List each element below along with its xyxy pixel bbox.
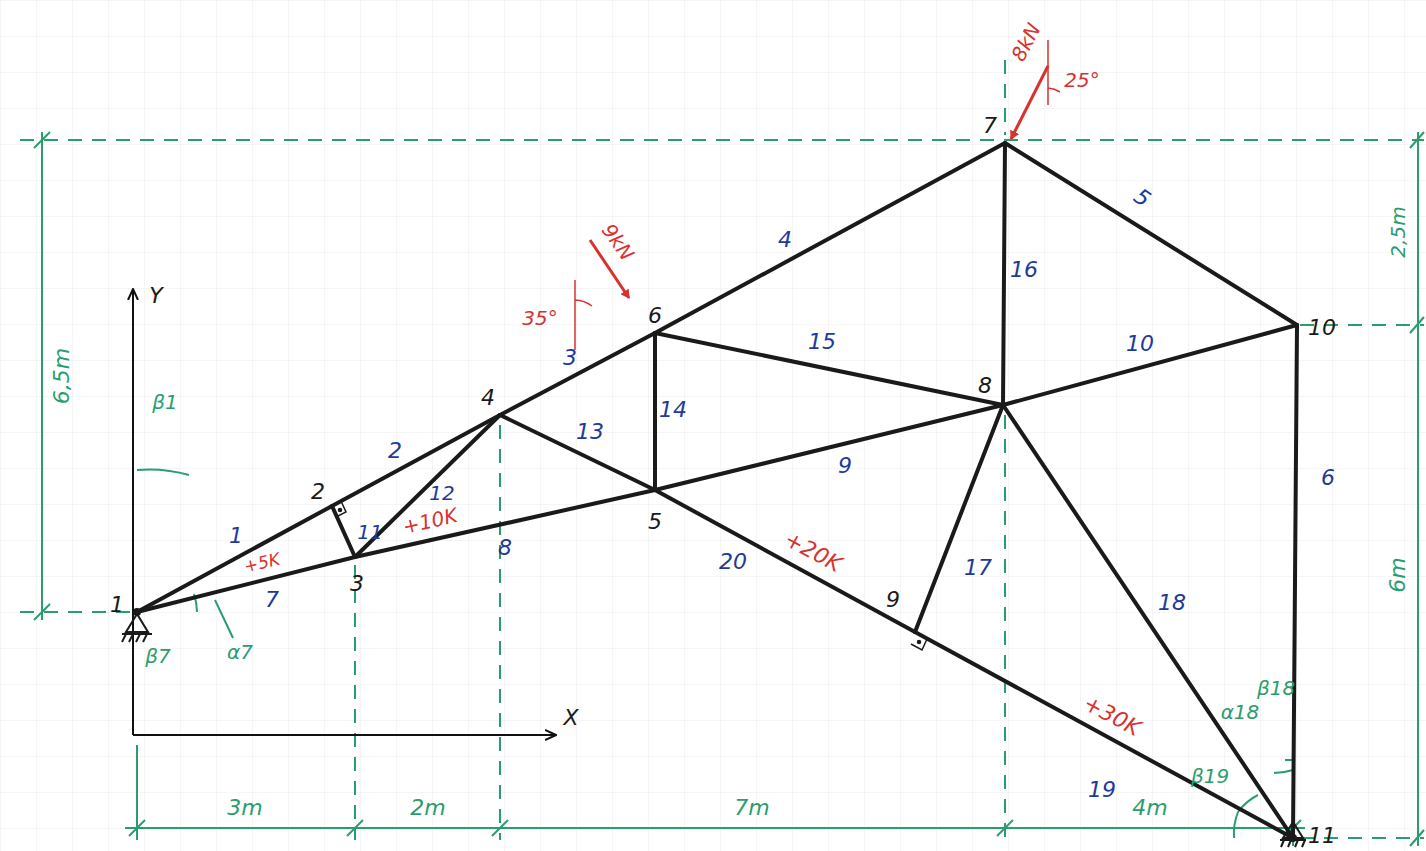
member-number: 11 — [357, 522, 382, 542]
joint-number: 9 — [886, 589, 900, 611]
right-angle-marks — [336, 501, 927, 650]
angle-label: β1 — [152, 392, 178, 412]
joint-number: 7 — [983, 115, 997, 137]
joint-number: 3 — [350, 573, 364, 595]
member-number: 9 — [838, 455, 852, 477]
angle-label: β18 — [1257, 678, 1295, 698]
dimension-value: 3m — [227, 797, 262, 819]
angle-label: β19 — [1191, 766, 1229, 786]
force-angle: 35° — [522, 308, 557, 328]
coordinate-axes — [133, 290, 555, 735]
dimension-value: 2,5m — [1388, 206, 1408, 257]
joint-number: 8 — [978, 375, 992, 397]
member-number: 20 — [719, 551, 747, 573]
truss-members — [137, 143, 1297, 838]
member-number: 2 — [388, 440, 402, 462]
member-number: 13 — [576, 421, 604, 443]
member-number: 17 — [964, 557, 992, 579]
pin-supports — [122, 609, 1306, 847]
force-angle: 25° — [1064, 70, 1099, 90]
member-number: 15 — [808, 331, 836, 353]
dimension-value: 2m — [410, 797, 445, 819]
member-number: 14 — [659, 399, 687, 421]
member-number: 10 — [1126, 333, 1154, 355]
member-number: 3 — [563, 347, 577, 369]
axis-label: Y — [149, 285, 162, 307]
angle-label: α18 — [1221, 702, 1260, 722]
joint-number: 5 — [648, 511, 662, 533]
dimension-lines — [20, 60, 1424, 846]
member-number: 19 — [1088, 779, 1116, 801]
dimension-value: 4m — [1132, 797, 1167, 819]
joint-number: 10 — [1308, 317, 1336, 339]
joint-number: 1 — [110, 594, 124, 616]
dimension-value: 6,5m — [51, 348, 73, 404]
angle-label: α7 — [227, 642, 253, 662]
dimension-value: 7m — [734, 797, 769, 819]
joint-number: 11 — [1308, 825, 1336, 847]
dimension-value: 6m — [1387, 557, 1409, 592]
member-number: 16 — [1010, 259, 1038, 281]
member-number: 6 — [1321, 467, 1335, 489]
joint-number: 4 — [481, 387, 495, 409]
angle-label: β7 — [145, 646, 171, 666]
joint-number: 2 — [311, 481, 325, 503]
member-number: 4 — [778, 229, 792, 251]
load-arrows — [575, 40, 1060, 350]
joint-number: 6 — [648, 305, 662, 327]
member-number: 18 — [1158, 592, 1186, 614]
member-number: 12 — [429, 483, 454, 503]
member-number: 1 — [229, 525, 243, 547]
member-number: 7 — [265, 589, 279, 611]
member-number: 8 — [498, 537, 512, 559]
axis-label: X — [563, 707, 578, 729]
